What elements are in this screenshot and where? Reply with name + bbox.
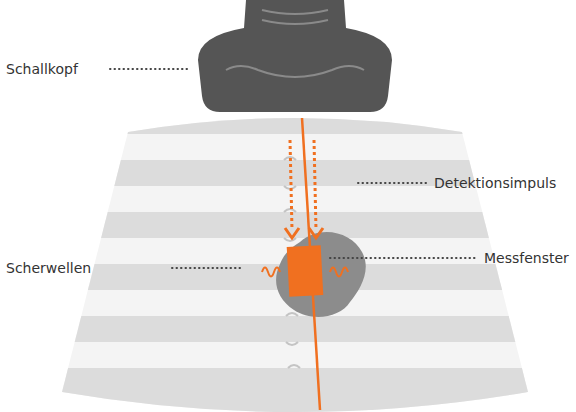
ultrasound-fan [0, 100, 576, 412]
leader-line [110, 68, 190, 70]
probe-grip-lines [262, 10, 328, 24]
measurement-window [287, 245, 324, 297]
leader-line [330, 257, 478, 259]
callout-label: Messfenster [484, 250, 569, 266]
leader-line [172, 267, 240, 269]
callout-label: Scherwellen [6, 260, 91, 276]
fan-band [0, 316, 576, 342]
leader-line [358, 182, 428, 184]
arrow-head [285, 228, 299, 238]
detection-pulse-arrow [290, 140, 292, 230]
fan-band [0, 368, 576, 412]
shear-wave [330, 268, 348, 277]
detection-pulse-arrow [314, 140, 316, 230]
fan-band [0, 212, 576, 238]
callout-label: Schallkopf [6, 61, 78, 77]
lesion-tissue [276, 232, 366, 317]
transducer-probe [198, 0, 392, 112]
probe-lens-line [226, 66, 364, 77]
fan-background [0, 100, 576, 412]
leader-lines [110, 69, 478, 268]
arrow-head [309, 228, 323, 238]
callout-label: Detektionsimpuls [434, 175, 556, 191]
shear-wave [262, 268, 280, 277]
